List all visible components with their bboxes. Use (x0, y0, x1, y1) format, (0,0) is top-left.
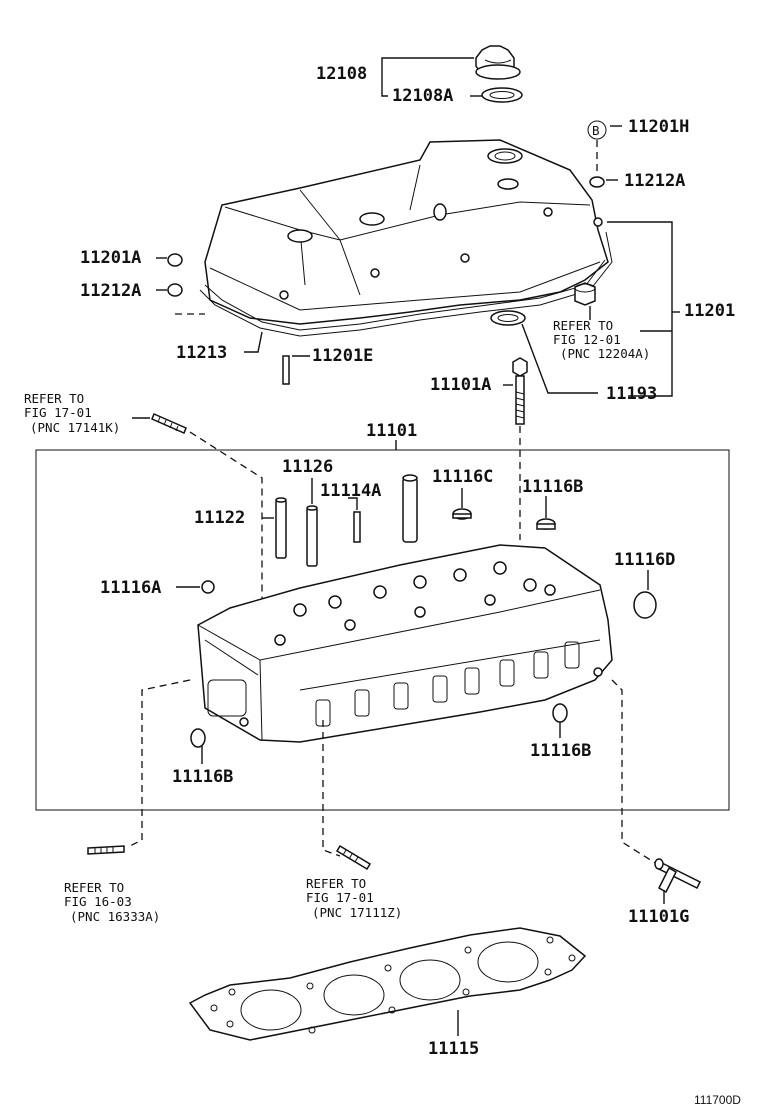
label-11101A: 11101A (430, 375, 491, 395)
label-11116D: 11116D (614, 550, 675, 570)
plug-11116B-right (552, 703, 568, 723)
label-11213: 11213 (176, 343, 227, 363)
ref-12204-line3: (PNC 12204A) (560, 346, 650, 361)
plug-11116B-left (190, 728, 206, 748)
label-11116B-right: 11116B (530, 741, 591, 761)
label-11101G: 11101G (628, 907, 689, 927)
filler-cap-gasket (481, 87, 523, 103)
ref-17111-line1: REFER TO (306, 876, 366, 891)
grommet-right (589, 176, 605, 188)
ref-12204-line1: REFER TO (553, 318, 613, 333)
cylinder-head-body (197, 544, 613, 743)
ref-16333-line3: (PNC 16333A) (70, 909, 160, 924)
label-11116B-top: 11116B (522, 477, 583, 497)
stud-11201E (282, 355, 290, 385)
tube-11116C (402, 474, 418, 543)
label-11114A: 11114A (320, 481, 381, 501)
valve-guide-11126 (306, 505, 318, 567)
label-11101: 11101 (366, 421, 417, 441)
stud-16333A (87, 845, 125, 855)
ref-17111-line3: (PNC 17111Z) (312, 905, 402, 920)
oil-seal-plug (574, 282, 596, 306)
ref-12204-line2: FIG 12-01 (553, 332, 621, 347)
stud-17141K (151, 413, 187, 434)
plug-11116B-top (536, 518, 556, 530)
label-11201: 11201 (684, 301, 735, 321)
label-12108A: 12108A (392, 86, 453, 106)
ref-17141-line2: FIG 17-01 (24, 405, 92, 420)
ref-17111-line2: FIG 17-01 (306, 890, 374, 905)
union-11101G (654, 858, 702, 894)
stud-17111Z (335, 844, 372, 871)
ref-16333-line2: FIG 16-03 (64, 894, 132, 909)
label-11122: 11122 (194, 508, 245, 528)
plug-11116C (452, 508, 472, 520)
cylinder-head-assembly-frame (35, 449, 730, 811)
cylinder-head-cover (204, 139, 609, 325)
label-12108: 12108 (316, 64, 367, 84)
head-gasket (188, 927, 587, 1041)
label-11193: 11193 (606, 384, 657, 404)
head-bolt (512, 357, 528, 425)
label-11116A: 11116A (100, 578, 161, 598)
marker-b-circle (587, 120, 607, 140)
oil-filler-cap (475, 45, 521, 80)
label-11126: 11126 (282, 457, 333, 477)
label-11212A-left: 11212A (80, 281, 141, 301)
spark-plug-tube-seal (490, 310, 526, 326)
pin-11114A (353, 511, 361, 543)
label-11201H: 11201H (628, 117, 689, 137)
label-11201A: 11201A (80, 248, 141, 268)
plug-11116D (633, 591, 657, 619)
nut-left (167, 253, 183, 267)
grommet-left (167, 283, 183, 297)
ref-17141-line3: (PNC 17141K) (30, 420, 120, 435)
label-11212A-right: 11212A (624, 171, 685, 191)
valve-guide-11122 (275, 497, 287, 559)
label-11201E: 11201E (312, 346, 373, 366)
ref-17141-line1: REFER TO (24, 391, 84, 406)
label-11116C: 11116C (432, 467, 493, 487)
label-11116B-left: 11116B (172, 767, 233, 787)
marker-b-letter: B (592, 123, 600, 138)
ref-16333-line1: REFER TO (64, 880, 124, 895)
label-11115: 11115 (428, 1039, 479, 1059)
figure-code: 111700D (694, 1093, 741, 1107)
plug-11116A (201, 580, 215, 594)
